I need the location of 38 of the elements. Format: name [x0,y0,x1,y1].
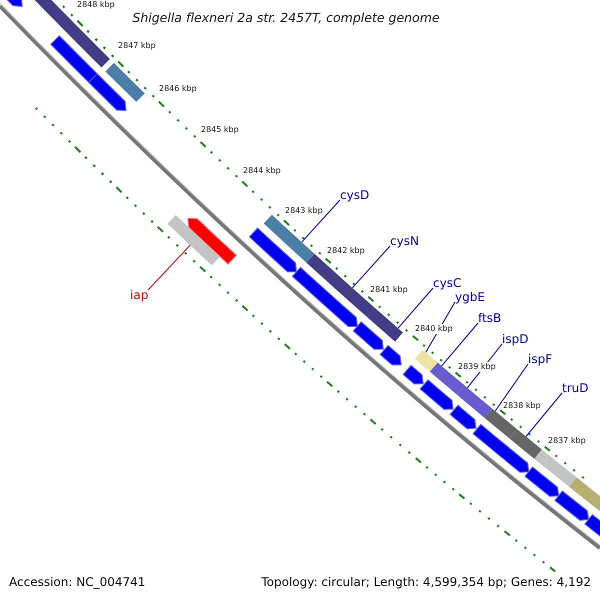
gene-label: cysC [433,276,462,290]
scale-label: 2842 kbp [326,246,366,256]
gene-bar [367,308,403,342]
gene-bar [484,408,517,438]
gene-label: truD [562,381,588,395]
leader-line [441,322,478,366]
accession-text: Accession: NC_004741 [9,575,146,589]
gene-bar [509,429,542,459]
scale-label: 2845 kbp [200,125,240,135]
leader-line [526,392,562,437]
scale-label: 2847 kbp [117,41,157,51]
scale-label: 2848 kbp [76,0,116,10]
gene-label: iap [130,288,148,302]
scale-label: 2838 kbp [502,401,542,411]
gene-label: ispD [502,332,528,346]
gene-label: ygbE [455,290,485,304]
scale-label: 2840 kbp [414,324,454,334]
scale-label: 2844 kbp [242,166,282,176]
gene-bar [264,214,315,263]
scale-label: 2843 kbp [284,206,324,216]
gene-label: ftsB [478,311,502,325]
gene-bar [414,350,438,372]
leader-line [148,244,191,290]
gene-label: cysD [340,188,370,202]
scale-label: 2837 kbp [547,436,587,446]
scale-label: 2839 kbp [457,362,497,372]
gene-label: ispF [528,352,552,366]
title: Shigella flexneri 2a str. 2457T, complete genome [131,9,441,27]
genome-info-text: Topology: circular; Length: 4,599,354 bp; Genes: 4,192 [261,575,591,589]
leader-line [398,288,434,329]
gene-label: cysN [390,234,419,248]
leader-line [352,246,390,288]
gene-bar [168,215,220,266]
scale-label: 2846 kbp [158,84,198,94]
leader-line [494,364,528,412]
scale-label: 2841 kbp [369,285,409,295]
gene-bar [456,385,492,418]
leader-line [301,200,340,243]
